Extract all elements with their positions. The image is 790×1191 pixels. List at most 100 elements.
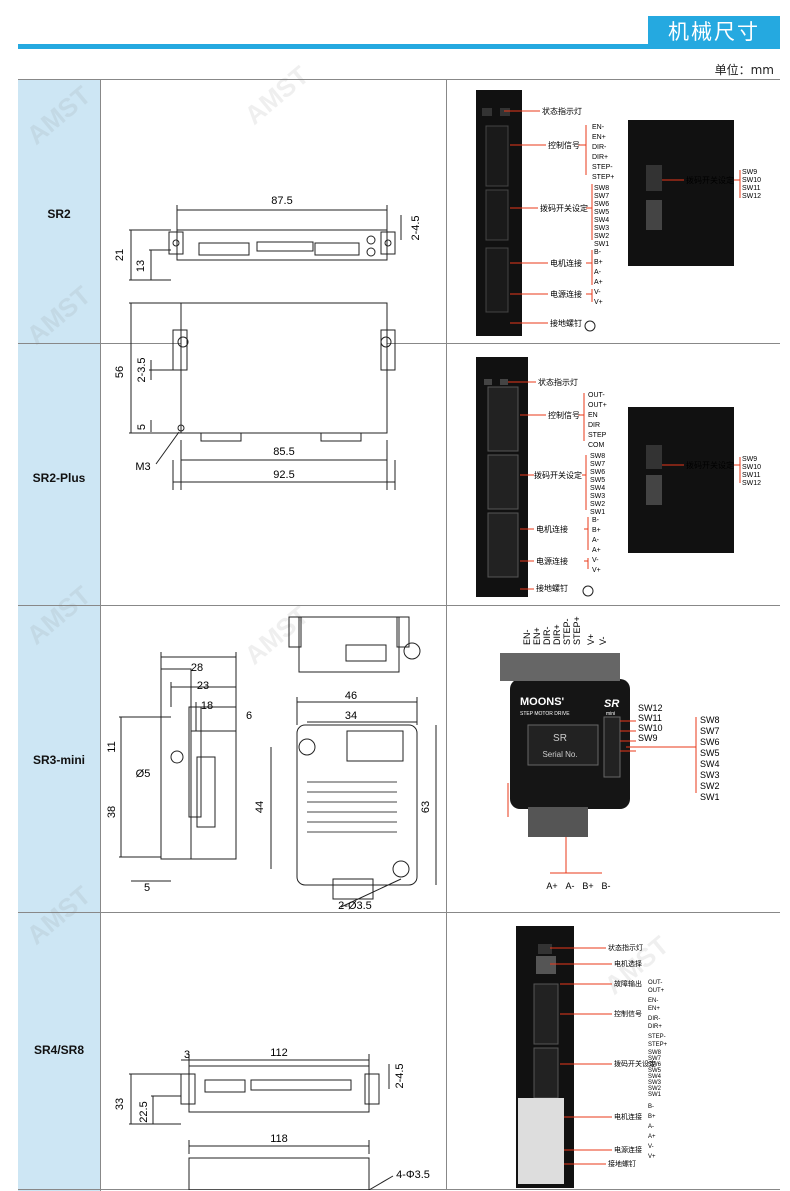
- pin: SW4: [700, 759, 720, 769]
- pin: SW10: [638, 723, 663, 733]
- pin: SW4: [648, 1074, 662, 1080]
- dim-text: 33: [114, 1098, 126, 1110]
- callout: 电机选择: [614, 959, 642, 968]
- sr4-drawing: 3 112 2-4.5 33 22.5 118 4-Φ3.5: [114, 1047, 430, 1190]
- pin: STEP: [588, 432, 607, 439]
- pin: STEP-: [592, 164, 613, 171]
- pin: SW8: [648, 1050, 662, 1056]
- pin: SW9: [742, 169, 757, 176]
- dim-text: 46: [345, 690, 357, 702]
- sr4-panel: 状态指示灯 电机选择 故障输出 控制信号 拨码开关设定 电机连接 电源连接 接地…: [516, 926, 668, 1188]
- pin: V-: [592, 557, 599, 564]
- sr3mini-drawing: 28 23 18 11 Ø5 38 5 46 6 34 44 63 2-Ø3.5: [106, 616, 437, 912]
- callout: 电机连接: [550, 258, 582, 268]
- model-label: SR: [604, 698, 619, 710]
- pin: SW5: [590, 477, 605, 484]
- pin: EN-: [522, 629, 532, 645]
- callout: 拨码开关设定: [534, 470, 582, 480]
- pin: SW5: [648, 1068, 662, 1074]
- callout: 拨码开关设定: [614, 1059, 656, 1068]
- callout: 状态指示灯: [538, 377, 578, 387]
- row-sr2: SR2: [18, 79, 780, 344]
- row-label: SR3-mini: [32, 753, 85, 767]
- callout: 电源连接: [550, 289, 582, 299]
- pin: EN-: [648, 998, 658, 1004]
- unit-label: 单位：mm: [714, 63, 774, 77]
- dim-text: 22.5: [138, 1101, 150, 1122]
- pin: EN: [588, 412, 598, 419]
- pin: A+: [594, 279, 603, 286]
- dim-text: Ø5: [136, 768, 151, 780]
- pin: V+: [592, 567, 601, 574]
- pin: A-: [648, 1124, 654, 1130]
- pin: OUT-: [648, 980, 662, 986]
- pin: A+: [648, 1134, 656, 1140]
- pin: SW1: [594, 241, 609, 248]
- pin: DIR-: [542, 627, 552, 646]
- pin: V-: [598, 636, 608, 645]
- callout: 电机连接: [536, 524, 568, 534]
- spec-table: SR2 SR2-Plus SR3-mini SR4/SR8: [18, 79, 780, 1191]
- dim-text: 23: [197, 680, 209, 692]
- pin: STEP-: [648, 1034, 666, 1040]
- pin: SW3: [594, 225, 609, 232]
- callout: 控制信号: [614, 1009, 642, 1018]
- dim-text: 63: [420, 801, 432, 813]
- pin: SW7: [700, 726, 720, 736]
- dim-text: 38: [106, 806, 118, 818]
- pin: B-: [592, 517, 600, 524]
- pin: B+: [648, 1114, 656, 1120]
- label-cell: SR4/SR8: [18, 913, 101, 1191]
- callout: 接地螺钉: [608, 1159, 636, 1168]
- sr2-drawing: 87.5 2-4.5 21 13 56 2-3.5 5 M3 85.5 92.5: [114, 195, 422, 490]
- pin: SW5: [700, 748, 720, 758]
- pin: SW4: [590, 485, 605, 492]
- model-sub: mini: [606, 711, 615, 717]
- callout: 控制信号: [548, 140, 580, 150]
- pin: SW6: [700, 737, 720, 747]
- pin: SW12: [742, 480, 761, 487]
- dim-text: 11: [106, 741, 118, 752]
- pin: A+: [546, 881, 557, 891]
- callout: 接地螺钉: [550, 318, 582, 328]
- pin: SW8: [594, 185, 609, 192]
- pin: B+: [582, 881, 593, 891]
- callout: 拨码开关设定: [686, 460, 734, 470]
- dim-text: 28: [191, 662, 203, 674]
- pin: DIR: [588, 422, 600, 429]
- label-cell: SR2-Plus: [18, 344, 101, 606]
- pin: SW11: [742, 472, 761, 479]
- pin: SW7: [590, 461, 605, 468]
- dim-text: 56: [114, 366, 126, 378]
- pin: SW6: [648, 1062, 662, 1068]
- pin: SW6: [594, 201, 609, 208]
- row-label: SR2-Plus: [32, 471, 86, 485]
- dim-text: 85.5: [273, 446, 294, 458]
- callout: 电源连接: [536, 556, 568, 566]
- dim-text: 112: [270, 1047, 288, 1059]
- callout: 接地螺钉: [536, 583, 568, 593]
- pin: SW12: [742, 193, 761, 200]
- pin: SW2: [648, 1086, 662, 1092]
- pin: V+: [648, 1154, 656, 1160]
- label-box: Serial No.: [542, 750, 577, 759]
- pin: SW5: [594, 209, 609, 216]
- pin: DIR+: [648, 1024, 662, 1030]
- pin: SW10: [742, 464, 761, 471]
- pin: COM: [588, 442, 605, 449]
- pin: SW6: [590, 469, 605, 476]
- row-sr3mini: SR3-mini: [18, 605, 780, 913]
- dim-text: 92.5: [273, 469, 294, 481]
- label-box: SR: [553, 733, 567, 744]
- pin: B-: [602, 881, 611, 891]
- callout: 拨码开关设定: [686, 175, 734, 185]
- pin: B-: [648, 1104, 654, 1110]
- callout: 状态指示灯: [608, 943, 643, 952]
- dim-text: 18: [201, 700, 213, 712]
- pin: V-: [594, 289, 601, 296]
- pin: SW2: [594, 233, 609, 240]
- pin: EN+: [592, 134, 606, 141]
- callout: 故障输出: [614, 979, 642, 988]
- label-cell: SR3-mini: [18, 606, 101, 913]
- pin: STEP+: [572, 616, 582, 645]
